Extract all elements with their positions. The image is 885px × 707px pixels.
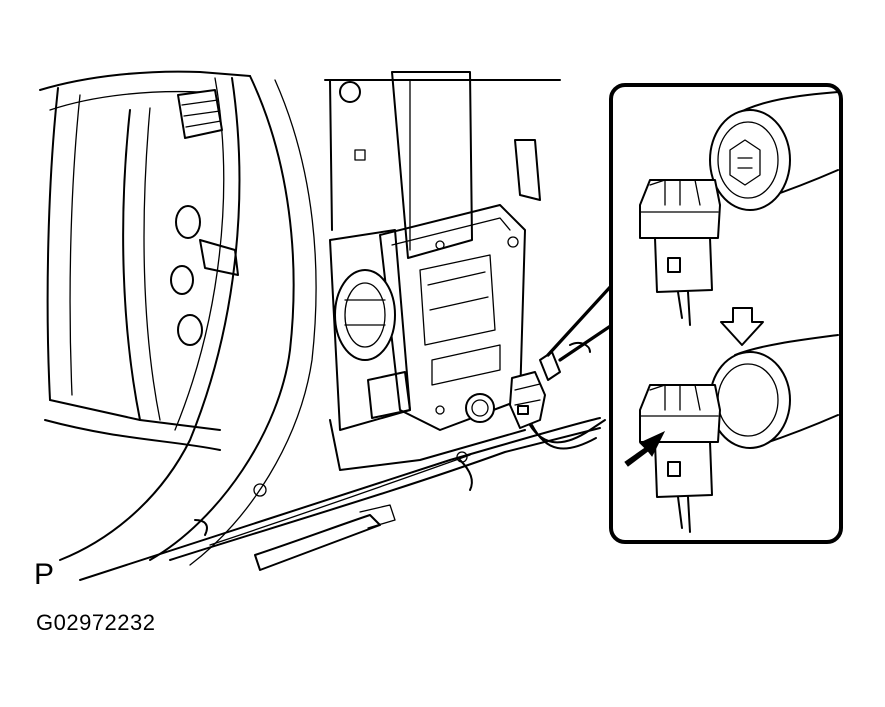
vehicle-body-pillar	[39, 70, 317, 566]
figure-code: G02972232	[36, 610, 156, 635]
view-label: P	[34, 558, 55, 591]
retractor-connector	[509, 351, 561, 429]
push-arrow-icon	[624, 430, 666, 467]
floor-trim	[79, 417, 606, 581]
seat-belt-retractor	[324, 71, 561, 471]
connector-top	[639, 179, 721, 326]
socket-top	[709, 91, 839, 211]
callout-leader	[546, 283, 614, 362]
detail-callout-box	[609, 83, 843, 544]
left-grommets	[170, 89, 239, 346]
down-arrow-icon	[720, 307, 764, 346]
connector-bottom	[639, 384, 721, 533]
